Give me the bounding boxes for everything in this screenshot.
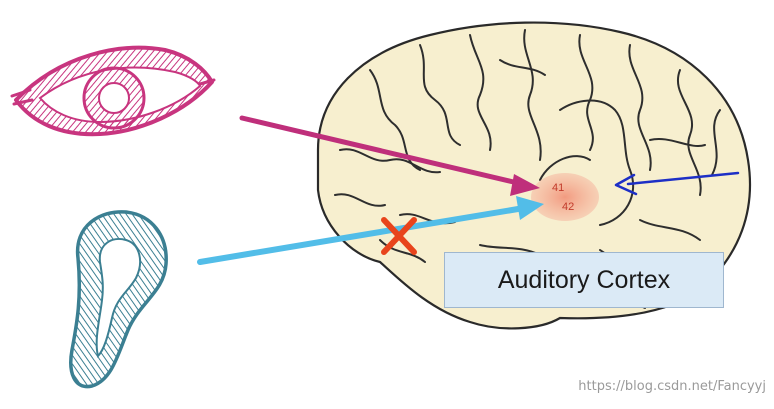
brain-illustration: [316, 21, 752, 330]
area-41-label: 41: [552, 182, 564, 194]
auditory-cortex-label-text: Auditory Cortex: [497, 265, 671, 294]
watermark: https://blog.csdn.net/Fancyyj: [578, 379, 766, 394]
visual-pathway-arrow: [239, 115, 540, 196]
auditory-cortex-label: Auditory Cortex: [444, 252, 724, 308]
ear-icon: [69, 210, 168, 389]
auditory-cortex-highlight: [531, 173, 599, 221]
feedback-arrow: [614, 171, 740, 196]
area-42-label: 42: [562, 201, 574, 213]
blocked-pathway-x-icon: [381, 217, 417, 255]
auditory-pathway-arrow: [197, 196, 544, 265]
eye-icon: [10, 45, 216, 137]
